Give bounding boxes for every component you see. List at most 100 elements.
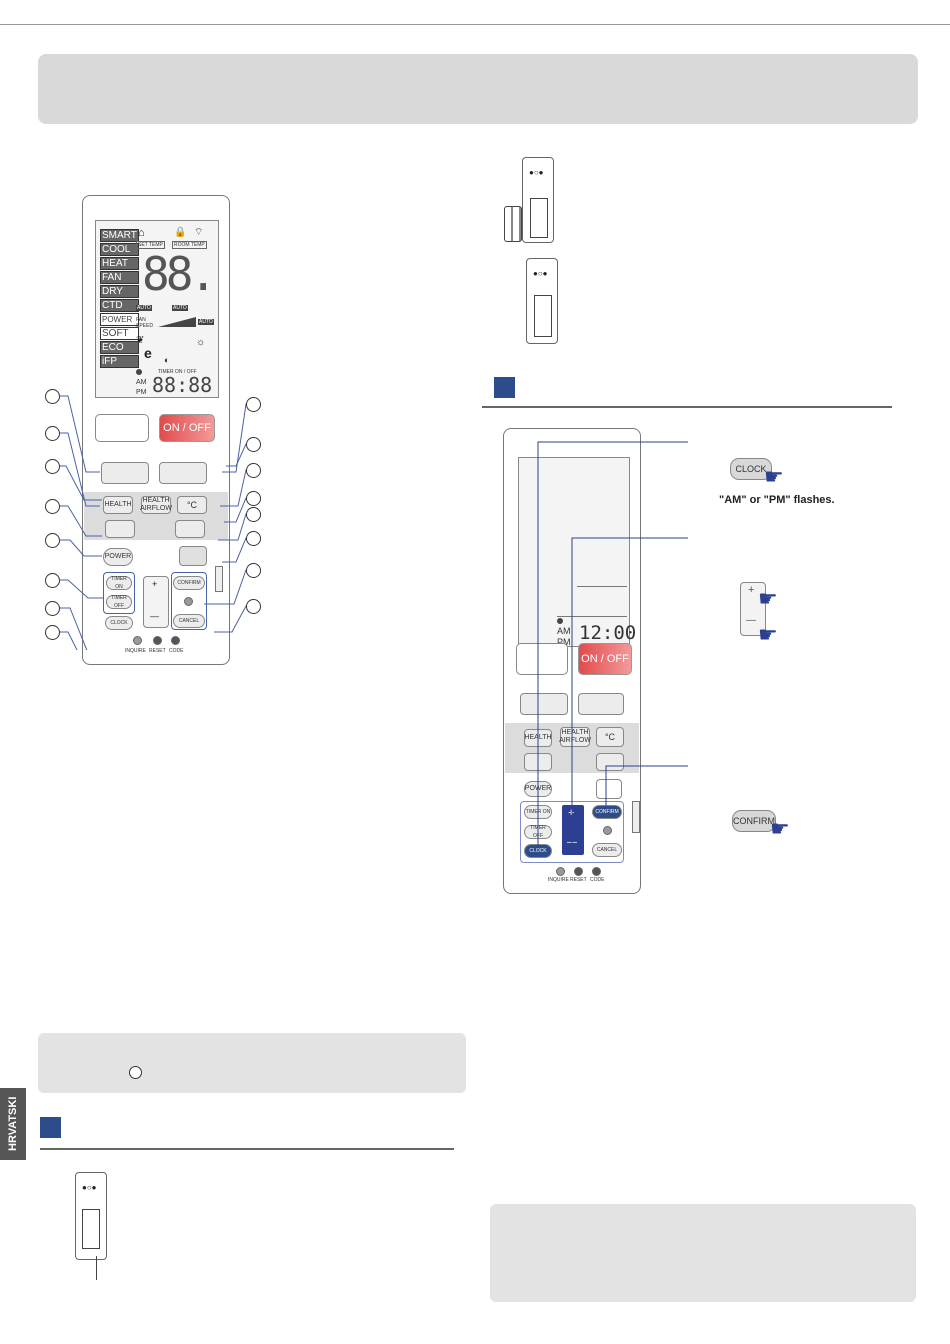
indicator-light — [184, 597, 193, 606]
callout-9 — [246, 397, 261, 412]
callout-4 — [45, 499, 60, 514]
lcd-mode-dry: DRY — [100, 285, 139, 298]
indicator-dot-icon-2 — [557, 618, 563, 624]
plus-sign-2: + — [568, 807, 575, 819]
fan-button[interactable] — [159, 462, 207, 484]
reset-label: RESET — [149, 648, 166, 654]
reset-hole-2[interactable] — [574, 867, 583, 876]
swing-left-right-button[interactable] — [175, 520, 205, 538]
side-switch-2[interactable] — [632, 801, 640, 833]
section-marker-right — [494, 377, 515, 398]
leaf-icon: ❦ — [136, 335, 145, 346]
sleep-button[interactable] — [179, 546, 207, 566]
on-off-button[interactable]: ON / OFF — [159, 414, 215, 442]
celsius-button-2[interactable]: °C — [596, 727, 624, 747]
remote-back-icon-3: ●○● — [526, 258, 558, 344]
note-box-right — [490, 1204, 916, 1302]
swing-up-down-button[interactable] — [105, 520, 135, 538]
language-tab: HRVATSKI — [0, 1088, 26, 1160]
cancel-button[interactable]: CANCEL — [173, 614, 205, 628]
e-icon: e — [144, 345, 152, 361]
health-airflow-button-2[interactable]: HEALTH AIRFLOW — [559, 727, 591, 747]
callout-5 — [45, 533, 60, 548]
right-callout-lines — [537, 441, 688, 850]
blank-button[interactable] — [95, 414, 149, 442]
light-icon: ☼ — [196, 337, 206, 348]
lcd-mode-cool: COOL — [100, 243, 139, 256]
code-label: CODE — [169, 648, 184, 654]
plus-sign: + — [152, 579, 158, 589]
pm-label: PM — [136, 389, 147, 396]
callout-3 — [45, 459, 60, 474]
lcd-display: SMART COOL HEAT FAN DRY CTD POWER SOFT E… — [95, 220, 219, 398]
callout-2 — [45, 426, 60, 441]
note-circle-icon — [129, 1066, 142, 1079]
inquire-hole-2[interactable] — [556, 867, 565, 876]
confirm-group-box — [171, 572, 207, 630]
note-box-left — [38, 1033, 466, 1093]
health-airflow-button[interactable]: HEALTH AIRFLOW — [140, 496, 172, 514]
code-hole-2[interactable] — [592, 867, 601, 876]
blank-button-2[interactable] — [516, 643, 568, 675]
section-marker-left — [40, 1117, 61, 1138]
house-icon: ⌂ — [138, 227, 145, 239]
timer-group-box — [103, 572, 135, 614]
hand-pointer-icon-4: ☛ — [770, 816, 790, 841]
fan-speed-label: FAN SPEED — [136, 317, 153, 329]
clock-digits-2: 12:00 — [579, 622, 637, 644]
fan-button-2[interactable] — [578, 693, 624, 715]
battery-slot-icon — [530, 198, 548, 238]
hand-pointer-icon-1: ☛ — [764, 464, 784, 489]
callout-12 — [246, 491, 261, 506]
on-off-button-2[interactable]: ON / OFF — [578, 643, 632, 675]
health-button[interactable]: HEALTH — [103, 496, 133, 514]
celsius-button[interactable]: °C — [177, 496, 207, 514]
clock-button[interactable]: CLOCK — [105, 616, 133, 630]
callout-13 — [246, 507, 261, 522]
minus-sign: — — [150, 611, 159, 621]
remote-control-diagram: SMART COOL HEAT FAN DRY CTD POWER SOFT E… — [82, 195, 230, 665]
pull-line — [96, 1256, 97, 1280]
inquire-label: INQUIRE — [125, 648, 146, 654]
remote-back-logo-icon-3: ●○● — [533, 269, 548, 278]
remote-back-icon-2: ●○● — [522, 157, 554, 243]
battery-cover-closed-icon — [534, 295, 552, 337]
reset-hole[interactable] — [153, 636, 162, 645]
top-rule — [0, 24, 950, 25]
set-temp-label: SET TEMP — [136, 241, 165, 249]
timer-on-off-label: TIMER ON / OFF — [158, 369, 197, 375]
callout-1 — [45, 389, 60, 404]
timer-off-button[interactable]: TIMER OFF — [106, 595, 132, 609]
lcd-mode-ctd: CTD — [100, 299, 139, 312]
remote-back-logo-icon-2: ●○● — [529, 168, 544, 177]
auto-label-1: AUTO — [136, 305, 152, 311]
mode-button[interactable] — [101, 462, 149, 484]
timer-on-button[interactable]: TIMER ON — [106, 576, 132, 590]
mode-button-2[interactable] — [520, 693, 568, 715]
callout-10 — [246, 437, 261, 452]
sleep-button-2[interactable] — [596, 779, 622, 799]
lcd-mode-smart: SMART — [100, 229, 139, 242]
hand-pointer-icon-2: ☛ — [758, 586, 778, 611]
code-hole[interactable] — [171, 636, 180, 645]
header-bar — [38, 54, 918, 124]
lcd-mode-ifp: iFP — [100, 355, 139, 368]
side-switch[interactable] — [215, 566, 223, 592]
confirm-button-2[interactable]: CONFIRM — [592, 805, 622, 819]
remote-back-logo-icon: ●○● — [82, 1183, 97, 1192]
inquire-hole[interactable] — [133, 636, 142, 645]
lcd-mode-heat: HEAT — [100, 257, 139, 270]
lcd-display-2: AM PM 12:00 — [518, 457, 636, 647]
code-label-2: CODE — [590, 877, 605, 883]
cancel-button-2[interactable]: CANCEL — [592, 843, 622, 857]
callout-14 — [246, 531, 261, 546]
inquire-label-2: INQUIRE — [548, 877, 569, 883]
confirm-button[interactable]: CONFIRM — [173, 576, 205, 590]
pm-label-2: PM — [557, 637, 571, 647]
section-rule-right — [482, 406, 892, 408]
clock-symbol-icon: ◐ — [164, 355, 170, 365]
auto-label-2: AUTO — [172, 305, 188, 311]
power-button[interactable]: POWER — [103, 548, 133, 566]
step-minus-sign: — — [746, 615, 756, 626]
plus-minus-rocker[interactable]: + — — [143, 576, 169, 628]
